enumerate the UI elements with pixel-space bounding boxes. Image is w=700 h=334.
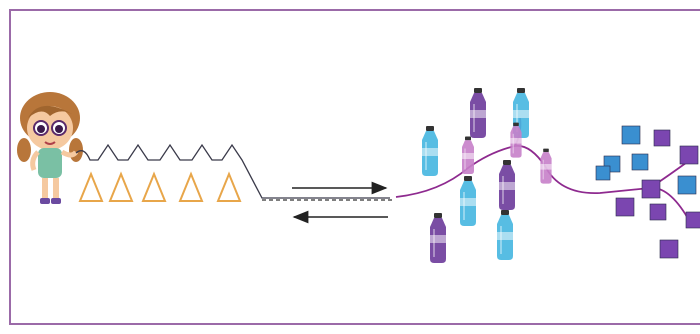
bottle-icon bbox=[499, 160, 515, 210]
square-icon bbox=[653, 129, 671, 147]
square-icon bbox=[685, 211, 700, 229]
bottle-icon bbox=[497, 210, 513, 260]
bottle-icon bbox=[470, 88, 486, 138]
square-icon bbox=[649, 203, 667, 221]
bottle-cluster bbox=[422, 88, 552, 263]
triangle-row bbox=[78, 171, 242, 202]
square-icon bbox=[621, 125, 641, 145]
square-icon bbox=[631, 153, 649, 171]
square-icon bbox=[595, 165, 611, 181]
figure-frame bbox=[9, 9, 700, 325]
girl-icon bbox=[17, 92, 83, 204]
triangle-icon bbox=[216, 171, 242, 202]
triangle-icon bbox=[78, 171, 104, 202]
square-cluster bbox=[595, 125, 700, 259]
square-icon bbox=[615, 197, 635, 217]
bottle-icon bbox=[540, 148, 552, 184]
bottle-icon bbox=[422, 126, 438, 176]
wavy-wire bbox=[75, 143, 390, 199]
square-icon bbox=[677, 175, 697, 195]
bottle-icon bbox=[510, 122, 522, 158]
bottle-icon bbox=[460, 176, 476, 226]
square-icon bbox=[641, 179, 661, 199]
triangle-icon bbox=[178, 171, 204, 202]
triangle-icon bbox=[108, 171, 134, 202]
triangle-icon bbox=[141, 171, 167, 202]
square-icon bbox=[679, 145, 699, 165]
bottle-icon bbox=[462, 136, 474, 174]
bottle-icon bbox=[430, 213, 446, 263]
square-icon bbox=[659, 239, 679, 259]
